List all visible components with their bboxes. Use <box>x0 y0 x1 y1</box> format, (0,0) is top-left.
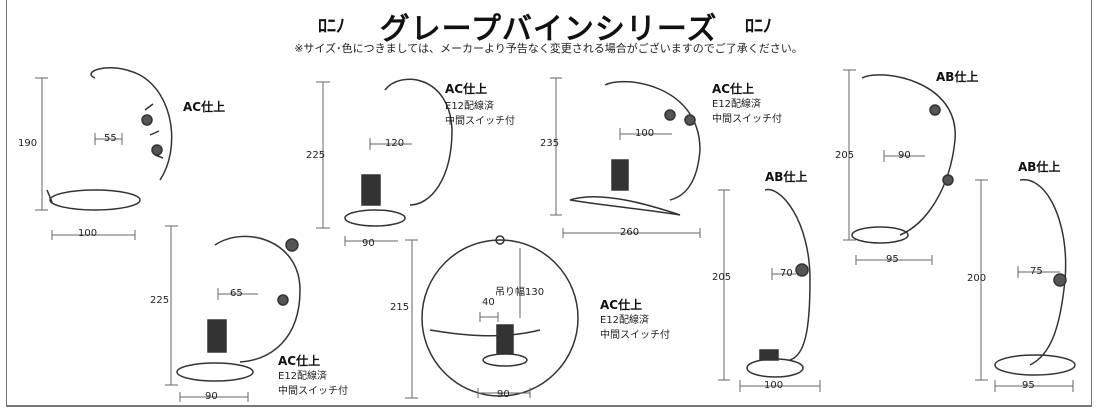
p2-width: 90 <box>362 238 375 249</box>
p2-inner: 120 <box>385 138 405 149</box>
p4-finish: AB仕上 <box>936 70 979 84</box>
p5-inner: 65 <box>230 288 243 299</box>
p7-width: 100 <box>764 380 784 391</box>
lamp-stand-4 <box>851 74 956 244</box>
lamp-stand-7 <box>746 188 811 378</box>
p4-width: 95 <box>886 254 899 265</box>
lamp-stand-3 <box>569 80 701 216</box>
p4-inner: 90 <box>898 150 911 161</box>
p8-height: 200 <box>967 273 987 284</box>
p5-finish: AC仕上 <box>278 354 321 368</box>
lamp-stand-8 <box>994 179 1076 376</box>
p7-finish: AB仕上 <box>765 170 808 184</box>
p8-inner: 75 <box>1030 266 1043 277</box>
lamp-stand-6 <box>421 235 579 397</box>
p6-height: 215 <box>390 302 410 313</box>
p5-spec-wiring: E12配線済 <box>278 371 328 382</box>
p5-spec-switch: 中間スイッチ付 <box>278 386 348 397</box>
p8-width: 95 <box>1022 380 1035 391</box>
p5-height: 225 <box>150 295 170 306</box>
p6-finish: AC仕上 <box>600 298 643 312</box>
p4-height: 205 <box>835 150 855 161</box>
lamp-stand-5 <box>176 235 301 382</box>
lamp-stand-1 <box>46 67 173 211</box>
p3-inner: 100 <box>635 128 655 139</box>
page-title: グレープバインシリーズ <box>379 12 718 47</box>
footer-divider <box>6 406 1092 417</box>
disclaimer-notice: ※サイズ･色につきましては、メーカーより予告なく変更される場合がございますのでご… <box>294 42 803 55</box>
title-ornament-right: ﾛﾆﾉ <box>745 16 772 37</box>
lamp-stand-2 <box>344 78 453 227</box>
p2-spec-wiring: E12配線済 <box>445 101 495 112</box>
p6-spec-switch: 中間スイッチ付 <box>600 330 670 341</box>
title-ornament-left: ﾛﾆﾉ <box>318 16 345 37</box>
p1-height: 190 <box>18 138 38 149</box>
p5-width: 90 <box>205 391 218 402</box>
p3-height: 235 <box>540 138 560 149</box>
p3-finish: AC仕上 <box>712 82 755 96</box>
p2-height: 225 <box>306 150 326 161</box>
p7-height: 205 <box>712 272 732 283</box>
p1-inner: 55 <box>104 133 117 144</box>
p2-spec-switch: 中間スイッチ付 <box>445 116 515 127</box>
p1-finish: AC仕上 <box>183 100 226 114</box>
catalog-frame <box>6 0 1092 406</box>
p6-hang-width: 吊り幅130 <box>495 287 545 298</box>
p3-width: 260 <box>620 227 640 238</box>
p2-finish: AC仕上 <box>445 82 488 96</box>
p1-width: 100 <box>78 228 98 239</box>
p7-inner: 70 <box>780 268 793 279</box>
p6-spec-wiring: E12配線済 <box>600 315 650 326</box>
p6-inner: 40 <box>482 297 495 308</box>
p6-width: 90 <box>497 389 510 400</box>
p3-spec-wiring: E12配線済 <box>712 99 762 110</box>
p3-spec-switch: 中間スイッチ付 <box>712 114 782 125</box>
p8-finish: AB仕上 <box>1018 160 1061 174</box>
